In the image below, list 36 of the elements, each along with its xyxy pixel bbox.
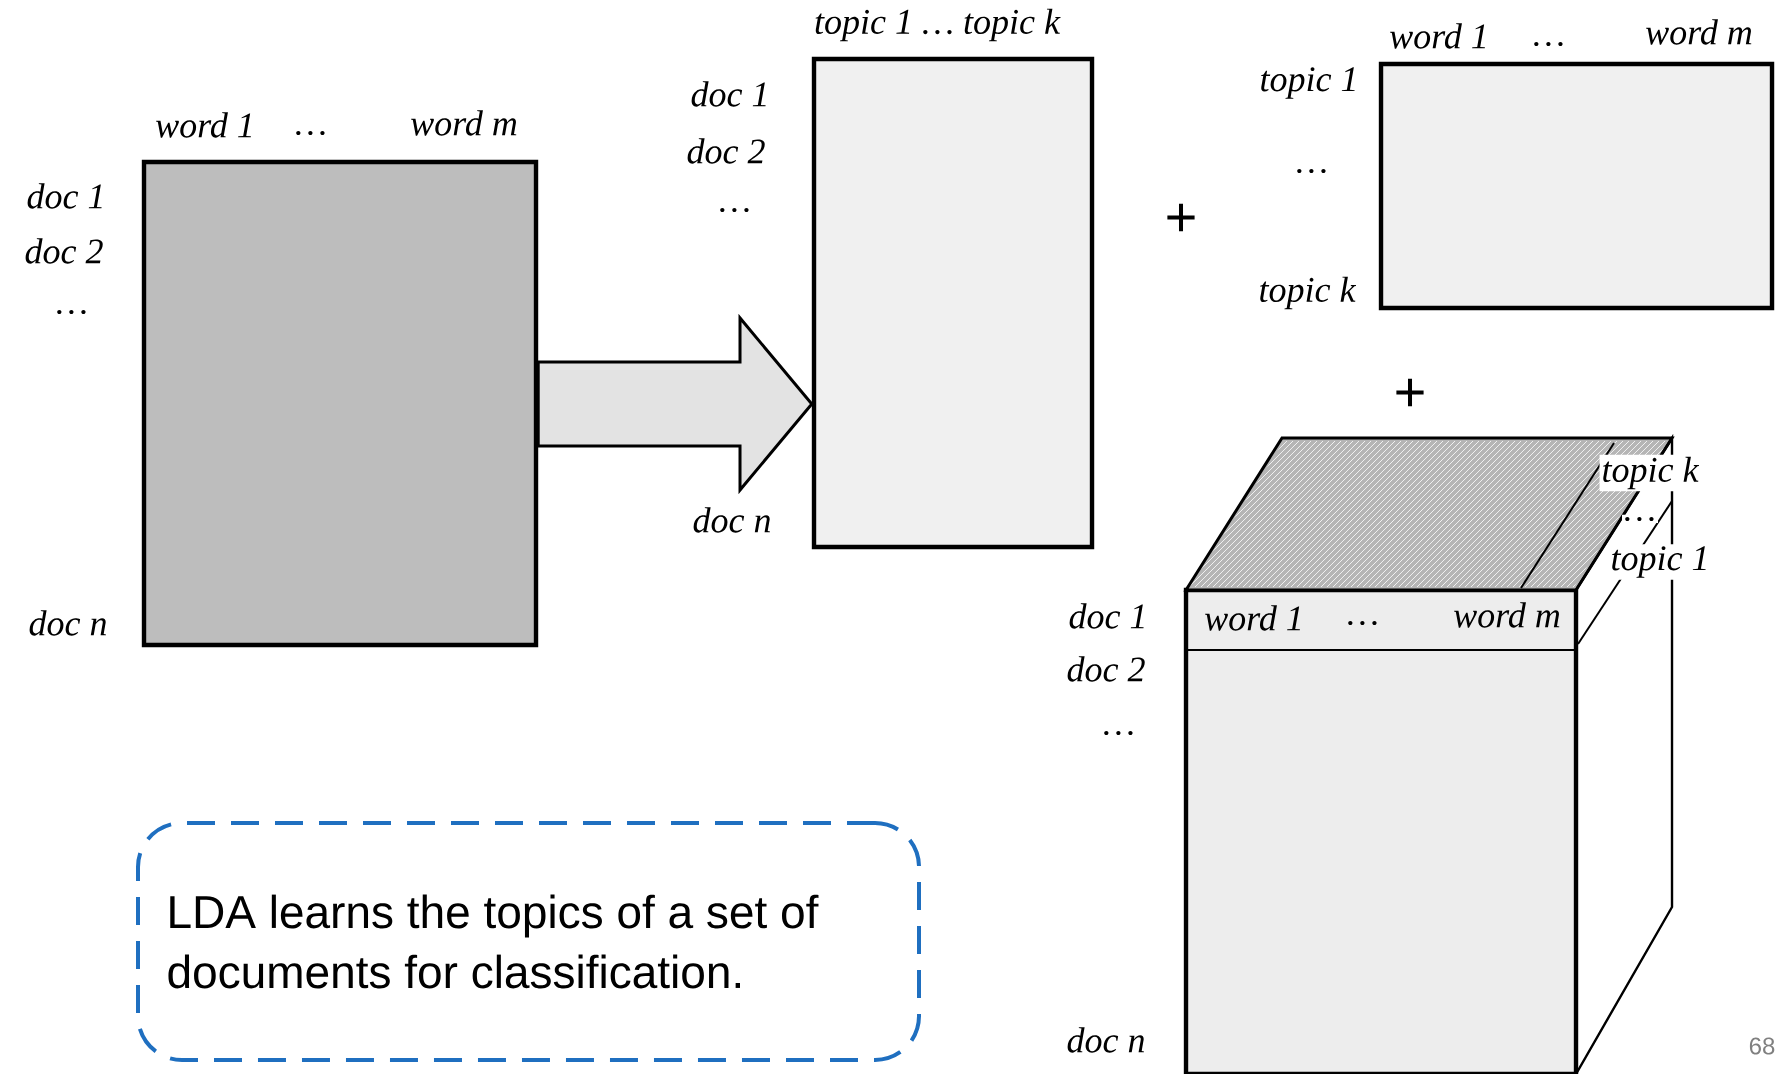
matrix-label: word 1: [156, 112, 251, 138]
matrix-label: doc 2: [687, 138, 765, 164]
matrix-label: …: [1348, 620, 1377, 626]
matrix-box: [1378, 61, 1775, 311]
matrix-label: topic 1: [1261, 67, 1355, 99]
matrix-label: …: [1534, 41, 1563, 47]
matrix-label: word m: [411, 110, 517, 136]
matrix-label: topic k: [1599, 454, 1701, 492]
matrix-label: …: [57, 309, 86, 315]
matrix-label: doc 2: [1067, 656, 1145, 682]
plus-sign: +: [1396, 378, 1424, 407]
matrix-label: doc 2: [25, 238, 103, 264]
page-number: 68: [1749, 1037, 1775, 1055]
matrix-label: doc n: [693, 507, 770, 533]
matrix-label: doc n: [29, 610, 106, 636]
matrix-label: …: [720, 207, 749, 213]
matrix-box: [811, 56, 1095, 550]
matrix-label: …: [296, 130, 325, 136]
block-arrow: [536, 313, 814, 495]
matrix-label: …: [1297, 168, 1326, 174]
matrix-label: topic 1 … topic k: [815, 8, 1061, 42]
matrix-label: …: [1622, 514, 1658, 524]
matrix-label: word 1: [1205, 605, 1300, 631]
matrix-label: doc 1: [27, 183, 102, 209]
plus-sign: +: [1167, 203, 1195, 232]
matrix-label: word 1: [1390, 23, 1485, 49]
matrix-label: word m: [1454, 602, 1560, 628]
matrix-label: topic 1: [1608, 544, 1712, 580]
matrix-label: doc 1: [691, 81, 766, 107]
matrix-label: word m: [1646, 19, 1752, 45]
matrix-label: …: [1104, 730, 1133, 736]
matrix-label: doc 1: [1069, 603, 1144, 629]
matrix-label: doc n: [1067, 1027, 1144, 1053]
matrix-box: [141, 159, 539, 648]
matrix-label: topic k: [1260, 276, 1357, 310]
note-box: LDA learns the topics of a set of documents for classification.: [136, 821, 921, 1062]
